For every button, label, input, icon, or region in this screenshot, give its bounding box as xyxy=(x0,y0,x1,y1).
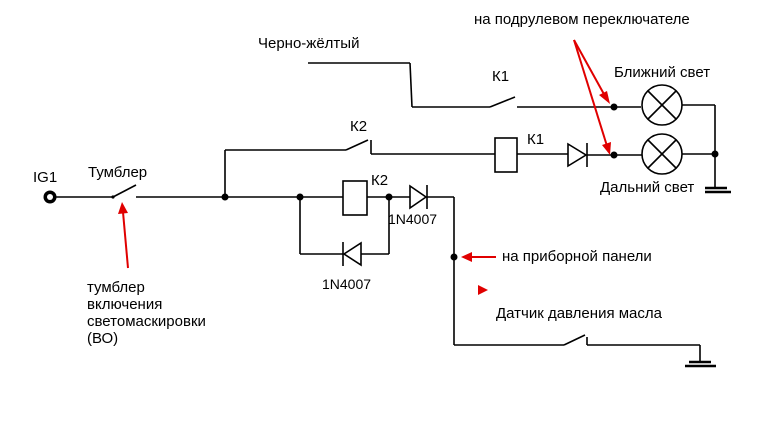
k1-relay-label: К1 xyxy=(527,131,544,148)
k2-relay-coil xyxy=(342,180,368,216)
lamp-ground-symbol xyxy=(705,186,731,194)
diode-1n4007-bottom xyxy=(299,197,390,267)
junction-dashboard xyxy=(450,253,458,261)
k2-contact-label: К2 xyxy=(350,118,367,135)
high-beam-label: Дальний свет xyxy=(600,179,694,196)
dashboard-label: на приборной панели xyxy=(502,248,652,265)
steering-switch-label: на подрулевом переключателе xyxy=(474,11,690,28)
k2-relay-label: К2 xyxy=(371,172,388,189)
low-beam-lamp xyxy=(641,84,683,126)
steering-switch-arrows xyxy=(573,39,611,155)
oil-pressure-switch xyxy=(454,334,701,362)
black-yellow-wire xyxy=(308,62,490,108)
red-marker xyxy=(478,285,488,295)
diode-1n4007-top xyxy=(409,184,455,345)
k2-contact xyxy=(345,139,495,155)
k1-relay-coil xyxy=(494,137,518,173)
junction-low-beam xyxy=(610,103,618,111)
dashboard-arrow xyxy=(461,252,496,262)
k1-contact xyxy=(489,96,641,108)
lamp-ground-wiring xyxy=(682,104,716,188)
toggle-note-line3: светомаскировки xyxy=(87,313,206,330)
low-beam-label: Ближний свет xyxy=(614,64,710,81)
black-yellow-label: Черно-жёлтый xyxy=(258,35,359,52)
toggle-switch xyxy=(111,184,225,199)
diode-bottom-label: 1N4007 xyxy=(322,276,371,292)
toggle-note-line4: (ВО) xyxy=(87,330,118,347)
ig1-label: IG1 xyxy=(33,169,57,186)
toggle-label: Тумблер xyxy=(88,164,147,181)
toggle-note-line2: включения xyxy=(87,296,162,313)
oil-sensor-label: Датчик давления масла xyxy=(496,305,663,322)
toggle-annotation-arrow xyxy=(118,202,129,269)
diode-top-label: 1N4007 xyxy=(388,211,437,227)
k1-contact-label: К1 xyxy=(492,68,509,85)
high-beam-lamp xyxy=(641,133,683,175)
junction-high-beam xyxy=(610,151,618,159)
toggle-note-line1: тумблер xyxy=(87,279,145,296)
oil-ground-symbol xyxy=(685,360,716,368)
junction-lamp-ground xyxy=(711,150,719,158)
ig1-terminal xyxy=(43,190,57,204)
